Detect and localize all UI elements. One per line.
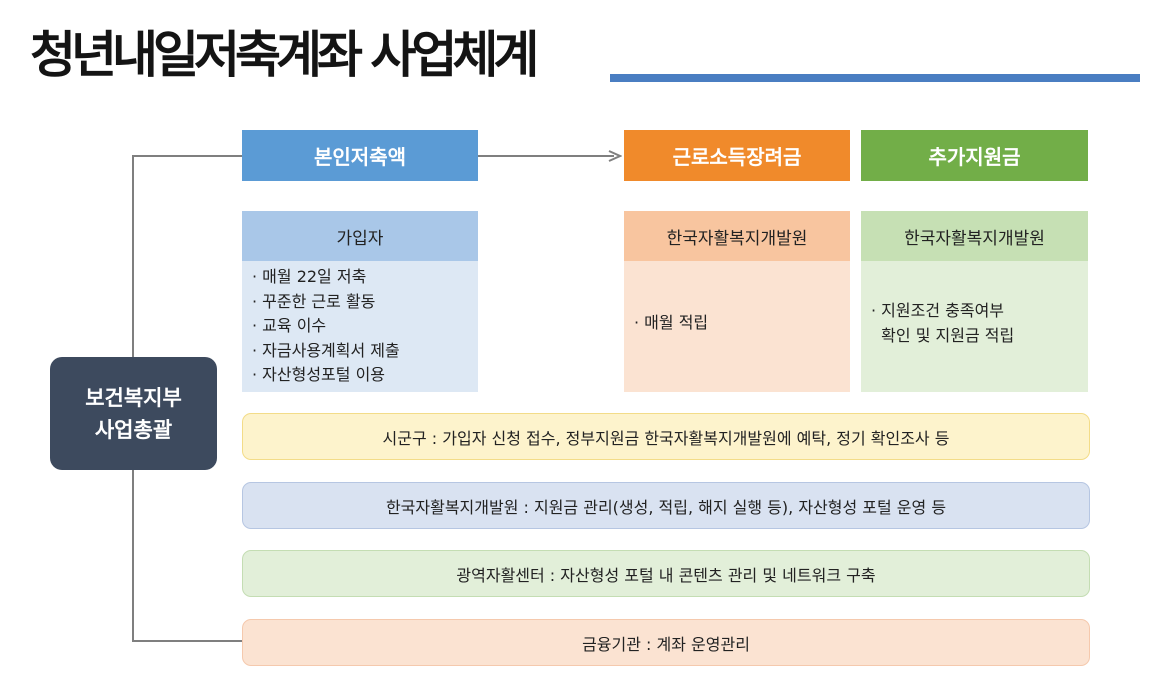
- incentive-bullet-list: · 매월 적립: [634, 311, 850, 336]
- arrow-line: [478, 155, 614, 157]
- savings-bullet-list: · 매월 22일 저축 · 꾸준한 근로 활동 · 교육 이수 · 자금사용계획…: [252, 265, 478, 388]
- row-sigungu: 시군구 : 가입자 신청 접수, 정부지원금 한국자활복지개발원에 예탁, 정기…: [242, 413, 1090, 460]
- arrow-head-icon: [608, 150, 622, 162]
- ministry-line2: 사업총괄: [94, 417, 173, 442]
- page-title: 청년내일저축계좌 사업체계: [30, 26, 539, 84]
- list-item: · 매월 22일 저축: [252, 267, 367, 286]
- incentive-body: · 매월 적립: [624, 261, 850, 392]
- row-financial-institution: 금융기관 : 계좌 운영관리: [242, 619, 1090, 666]
- incentive-header: 근로소득장려금: [624, 130, 850, 181]
- list-item: · 매월 적립: [634, 313, 709, 332]
- savings-subheader: 가입자: [242, 211, 478, 261]
- connector-top: [132, 155, 242, 157]
- list-item: · 지원조건 충족여부: [871, 301, 1005, 320]
- additional-header: 추가지원금: [861, 130, 1088, 181]
- incentive-subheader: 한국자활복지개발원: [624, 211, 850, 261]
- list-item: · 꾸준한 근로 활동: [252, 291, 376, 311]
- additional-subheader: 한국자활복지개발원: [861, 211, 1088, 261]
- title-underline: [610, 74, 1140, 82]
- additional-body: · 지원조건 충족여부 확인 및 지원금 적립: [861, 261, 1088, 392]
- row-regional-center: 광역자활센터 : 자산형성 포털 내 콘텐츠 관리 및 네트워크 구축: [242, 550, 1090, 597]
- connector-bottom: [132, 640, 242, 642]
- ministry-line1: 보건복지부: [85, 385, 182, 410]
- list-item: 확인 및 지원금 적립: [871, 325, 1015, 345]
- savings-header: 본인저축액: [242, 130, 478, 181]
- list-item: · 교육 이수: [252, 316, 327, 335]
- list-item: · 자산형성포털 이용: [252, 365, 386, 384]
- row-development-institute: 한국자활복지개발원 : 지원금 관리(생성, 적립, 해지 실행 등), 자산형…: [242, 482, 1090, 529]
- additional-bullet-list: · 지원조건 충족여부 확인 및 지원금 적립: [871, 299, 1088, 348]
- ministry-box: 보건복지부 사업총괄: [50, 357, 217, 470]
- list-item: · 자금사용계획서 제출: [252, 340, 400, 360]
- savings-body: · 매월 22일 저축 · 꾸준한 근로 활동 · 교육 이수 · 자금사용계획…: [242, 261, 478, 392]
